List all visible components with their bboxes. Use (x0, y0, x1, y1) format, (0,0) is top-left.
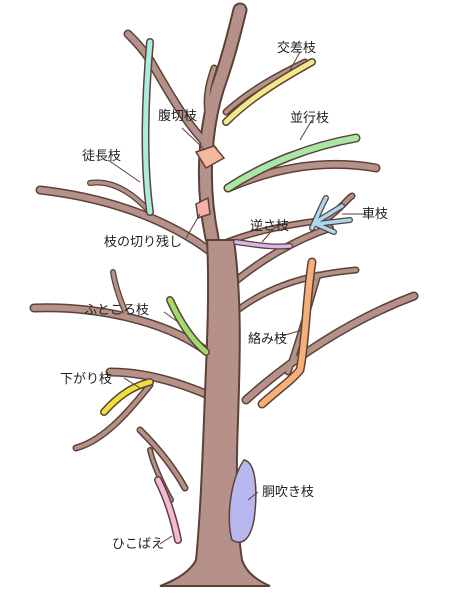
tree-trunk (159, 239, 271, 587)
label-koushashi: 交差枝 (277, 40, 316, 56)
label-fukusetsushi: 腹切枝 (158, 108, 197, 124)
kiri-nokoshi-stub (195, 196, 211, 219)
kurumashi-branch (309, 195, 353, 235)
branch-fill-layer (31, 4, 417, 502)
label-dobukishi: 胴吹き枝 (262, 485, 314, 500)
labels: 交差枝 並行枝 腹切枝 徒長枝 車枝 逆さ枝 枝の切り残し ふところ枝 絡み枝 … (60, 40, 388, 552)
label-hikobae: ひこばえ (112, 537, 164, 552)
label-kurumashi: 車枝 (362, 207, 388, 222)
label-kiri-nokoshi: 枝の切り残し (104, 235, 182, 250)
fukusetsushi-branch (194, 145, 226, 170)
label-futokoroshi: ふところ枝 (84, 303, 149, 318)
label-sakasashi: 逆さ枝 (250, 218, 289, 234)
label-sagarishi: 下がり枝 (60, 372, 112, 387)
label-tochoushi: 徒長枝 (82, 149, 121, 164)
dobukishi-branch (228, 459, 257, 543)
label-heikoushi: 並行枝 (290, 111, 329, 126)
label-karamishi: 絡み枝 (248, 331, 287, 347)
leader-lines (107, 51, 366, 545)
